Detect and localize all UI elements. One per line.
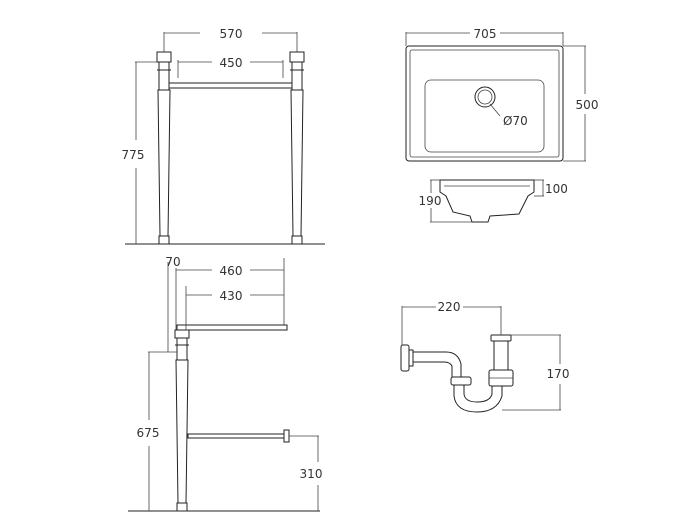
front-right-leg <box>289 51 305 245</box>
dim-trap-projection: 220 <box>438 300 461 314</box>
dim-top-depth: 500 <box>576 98 599 112</box>
section-view <box>430 179 544 223</box>
dim-drain-diameter: Ø70 <box>503 114 528 128</box>
front-view <box>125 32 325 245</box>
dim-rail-height: 310 <box>300 467 323 481</box>
dim-side-depth-outer: 460 <box>220 264 243 278</box>
dim-top-width: 705 <box>474 27 497 41</box>
top-view <box>405 32 586 162</box>
dim-front-width-inner: 450 <box>220 56 243 70</box>
dim-basin-height: 190 <box>419 194 442 208</box>
dim-side-offset: 70 <box>165 255 180 269</box>
trap-view <box>400 306 561 413</box>
dim-side-depth-inner: 430 <box>220 289 243 303</box>
dim-side-height: 675 <box>137 426 160 440</box>
dim-front-height: 775 <box>122 148 145 162</box>
side-view <box>128 258 320 512</box>
dim-front-width-outer: 570 <box>220 27 243 41</box>
front-left-leg <box>156 51 172 245</box>
dim-trap-height: 170 <box>547 367 570 381</box>
dim-rim-height: 100 <box>545 182 568 196</box>
